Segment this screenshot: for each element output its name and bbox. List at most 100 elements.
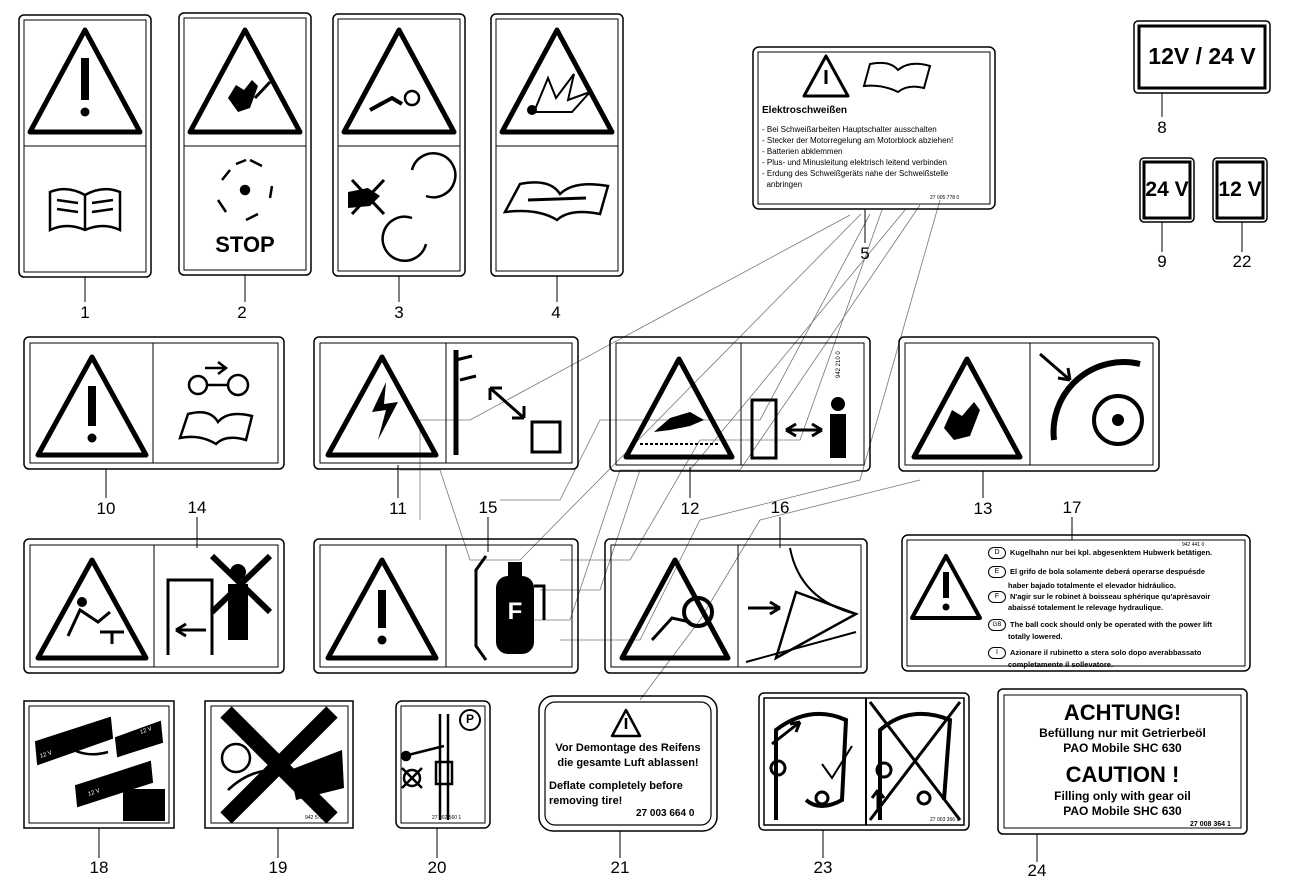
decal-5-lines: - Bei Schweißarbeiten Hauptschalter auss… — [762, 124, 988, 190]
decal-17-row: haber bajado totalmente el elevador hidr… — [988, 580, 1242, 591]
callout-21: 21 — [610, 858, 630, 877]
decal-5 — [752, 46, 996, 210]
decal-17-row: GB The ball cock should only be operated… — [988, 618, 1242, 631]
warning-triangle-icon — [802, 54, 850, 98]
decal-21-en-line-2: removing tire! — [549, 795, 623, 807]
callout-19: 19 — [268, 858, 288, 877]
warning-triangle-icon — [35, 354, 149, 458]
prohibited-x-icon — [220, 706, 338, 824]
callout-9: 9 — [1157, 252, 1167, 271]
decal-17-row-text: totally lowered. — [1008, 631, 1063, 641]
key-removal-icon — [187, 361, 250, 397]
decal-17-row: F N'agir sur le robinet à boisseau sphér… — [988, 590, 1242, 603]
rotation-arrows-icon — [216, 158, 274, 222]
fire-extinguisher-icon — [474, 555, 546, 661]
callout-13: 13 — [973, 499, 993, 518]
decal-5-line: - Plus- und Minusleitung elektrisch leit… — [762, 158, 947, 167]
decal-3 — [332, 13, 466, 277]
decal-1 — [18, 14, 152, 278]
explosion-triangle-icon — [499, 27, 615, 135]
decal-17-text-block: D Kugelhahn nur bei kpl. abgesenktem Hub… — [988, 546, 1242, 669]
callout-23: 23 — [813, 858, 833, 877]
decal-24-part-number: 27 008 364 1 — [1190, 821, 1231, 828]
decal-18-code: 942 274 0 — [128, 815, 151, 821]
no-hand-icon — [348, 178, 386, 216]
decal-5-part-number: 27 005 778 0 — [930, 195, 960, 201]
entanglement-triangle-icon — [341, 27, 457, 135]
callout-15: 15 — [478, 498, 498, 517]
decal-5-title: Elektroschweißen — [762, 105, 848, 116]
decal-23-code: 27 003 366 1 — [930, 817, 960, 823]
decal-9-voltage: 24 V — [1145, 178, 1189, 201]
power-line-distance-icon — [453, 350, 562, 455]
decal-19-code: 942 573 0 — [305, 815, 328, 821]
crushing-hazard-triangle-icon — [619, 557, 731, 661]
decal-17-code: 942 441 0 — [1182, 542, 1205, 548]
decal-24-line-2: PAO Mobile SHC 630 — [1063, 741, 1182, 755]
decal-14 — [23, 538, 285, 674]
decal-20-parking-letter: P — [465, 712, 474, 726]
decal-5-line: anbringen — [762, 180, 803, 189]
decal-2-stop-text: STOP — [215, 232, 275, 257]
callout-16: 16 — [770, 498, 790, 517]
incorrect-fitting-icon — [868, 701, 962, 821]
warning-triangle-icon — [27, 27, 143, 135]
decal-21-en-line-1: Deflate completely before — [549, 780, 683, 792]
language-badge: F — [988, 590, 1006, 603]
callout-2: 2 — [237, 303, 247, 322]
callout-4: 4 — [551, 303, 561, 322]
decal-17-row: abaissé totalement le relevage hydrauliq… — [988, 602, 1242, 613]
language-badge: D — [988, 546, 1006, 559]
decal-24-line-3: Filling only with gear oil — [1054, 789, 1191, 803]
manual-wrench-icon — [178, 411, 254, 446]
warning-triangle-icon — [910, 554, 982, 620]
callout-5: 5 — [860, 244, 870, 263]
decal-12-code: 942 210 0 — [836, 351, 842, 378]
warning-triangle-icon — [325, 557, 439, 661]
decal-17-row: E El grifo de bola solamente deberá oper… — [988, 565, 1242, 578]
decal-17-row-text: Azionare il rubinetto a stera solo dopo … — [1010, 648, 1202, 657]
decal-2 — [178, 12, 312, 276]
decal-5-line: - Erdung des Schweißgeräts nahe der Schw… — [762, 169, 949, 178]
callout-11: 11 — [389, 499, 407, 518]
decal-8 — [1133, 20, 1271, 94]
decal-5-line: - Stecker der Motorregelung am Motorbloc… — [762, 136, 954, 145]
decal-23 — [758, 692, 970, 831]
callout-18: 18 — [89, 858, 109, 877]
decal-24-line-1: Befüllung nur mit Getrierbeöl — [1039, 726, 1206, 740]
decal-17-row-text: Kugelhahn nur bei kpl. abgesenktem Hubwe… — [1010, 548, 1213, 557]
decal-17-row: I Azionare il rubinetto a stera solo dop… — [988, 646, 1242, 659]
callout-10: 10 — [96, 499, 116, 518]
decal-20-code: 27 002 560 1 — [432, 815, 462, 821]
decal-21-de-line-1: Vor Demontage des Reifens — [555, 742, 701, 754]
callout-20: 20 — [427, 858, 447, 877]
decal-4 — [490, 13, 624, 277]
callout-24: 24 — [1027, 861, 1047, 880]
decal-20 — [395, 700, 491, 829]
decal-12 — [609, 336, 871, 472]
decal-24-heading-de: ACHTUNG! — [1063, 700, 1182, 725]
manual-book-icon — [48, 187, 122, 232]
decal-22-voltage: 12 V — [1218, 178, 1262, 201]
burn-hazard-triangle-icon — [623, 356, 735, 460]
callout-leaders — [84, 93, 1243, 862]
warning-triangle-icon — [610, 708, 642, 738]
decal-17-row: totally lowered. — [988, 631, 1242, 641]
decal-15 — [313, 538, 579, 674]
decal-24-heading-en: CAUTION ! — [1065, 762, 1180, 787]
decal-21-part-number: 27 003 664 0 — [636, 808, 695, 819]
callout-12: 12 — [680, 499, 700, 518]
rotating-shaft-icon — [381, 152, 457, 262]
decal-15-letter: F — [507, 598, 523, 625]
manual-wrench-icon — [502, 181, 610, 222]
decal-8-voltage: 12V / 24 V — [1148, 43, 1256, 69]
manual-wrench-icon — [862, 61, 932, 94]
safety-distance-icon — [750, 397, 846, 460]
decal-17-row-text: El grifo de bola solamente deberá operar… — [1010, 567, 1206, 576]
decal-19 — [204, 700, 354, 829]
hand-icon — [228, 80, 258, 112]
decal-24 — [997, 688, 1248, 835]
decal-5-line: - Bei Schweißarbeiten Hauptschalter auss… — [762, 125, 937, 134]
